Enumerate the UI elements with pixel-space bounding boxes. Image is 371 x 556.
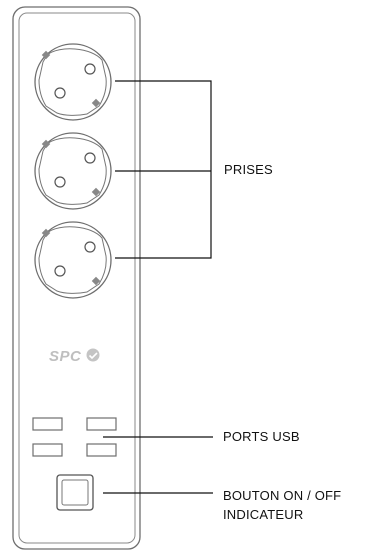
socket-2-face: [38, 137, 107, 205]
socket-1-pin-hole: [54, 87, 66, 99]
socket-1-earth-clip: [41, 50, 51, 60]
usb-port: [32, 443, 63, 457]
socket-2-pin-hole: [54, 176, 66, 188]
label-bouton: BOUTON ON / OFF: [223, 488, 342, 503]
logo-mark-icon: [86, 348, 100, 362]
brand-logo-text: SPC: [49, 348, 82, 365]
socket-3-rim: [34, 221, 112, 299]
label-indicateur: INDICATEUR: [223, 507, 304, 522]
socket-3-pin-hole: [54, 265, 66, 277]
socket-1-rim: [34, 43, 112, 121]
prises-bracket-line: [115, 80, 212, 259]
socket-3-earth-clip: [91, 276, 101, 286]
socket-1-face: [38, 48, 107, 116]
label-prises: PRISES: [224, 162, 273, 177]
socket-2: [34, 132, 112, 210]
usb-port: [86, 443, 117, 457]
usb-port: [32, 417, 63, 431]
socket-2-earth-clip: [41, 139, 51, 149]
socket-3-face: [38, 226, 107, 294]
power-strip-inner-casing: [18, 12, 136, 544]
power-button: [61, 479, 89, 506]
socket-1: [34, 43, 112, 121]
socket-3-earth-clip: [41, 228, 51, 238]
label-ports-usb: PORTS USB: [223, 429, 300, 444]
usb-port: [86, 417, 117, 431]
socket-1-pin-hole: [84, 63, 96, 75]
socket-2-pin-hole: [84, 152, 96, 164]
socket-2-rim: [34, 132, 112, 210]
socket-3: [34, 221, 112, 299]
socket-3-pin-hole: [84, 241, 96, 253]
